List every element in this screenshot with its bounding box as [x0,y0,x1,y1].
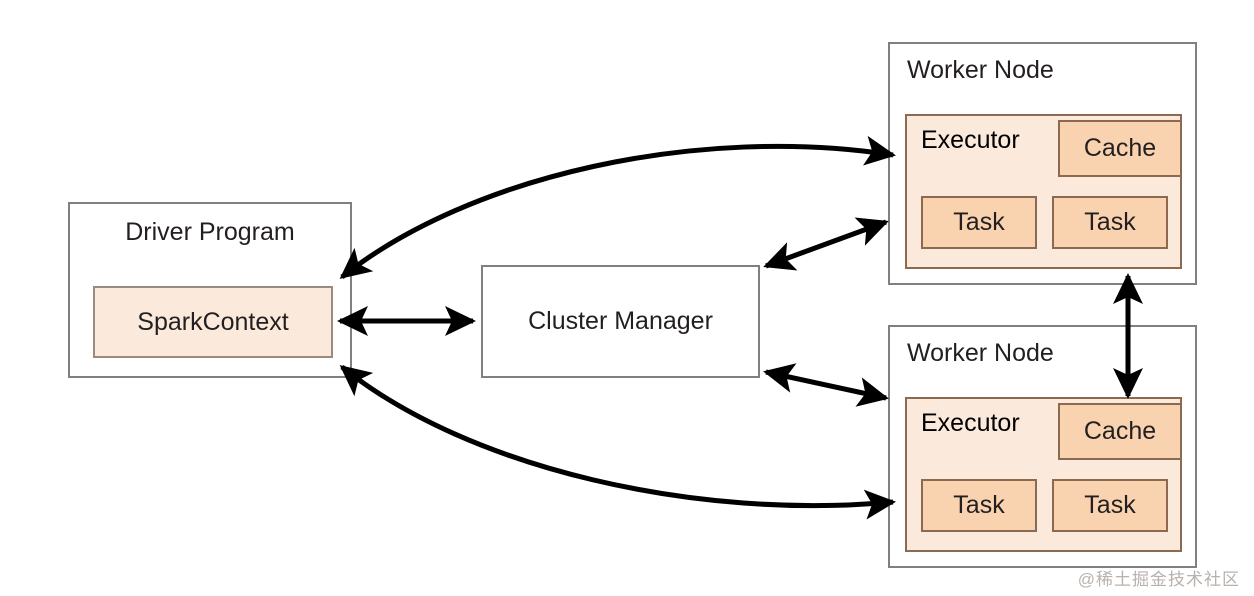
worker-node-2-executor-label: Executor [921,409,1020,437]
cluster-manager-box: Cluster Manager [481,265,760,378]
worker-node-1-task-2-box: Task [1052,196,1168,249]
cluster-manager-label: Cluster Manager [528,307,713,335]
worker-node-1-label: Worker Node [907,56,1054,84]
worker-node-2-cache-box: Cache [1058,403,1182,460]
worker-node-1-task-2-label: Task [1084,208,1136,236]
worker-node-2-label: Worker Node [907,339,1054,367]
worker-node-1-cache-label: Cache [1083,134,1157,162]
watermark: @稀土掘金技术社区 [1077,570,1240,589]
sparkcontext-label: SparkContext [137,307,289,336]
worker-node-2-task-1-box: Task [921,479,1037,532]
worker-node-1-executor-label: Executor [921,126,1020,154]
worker-node-1-cache-box: Cache [1058,120,1182,177]
worker-node-1-task-1-label: Task [953,208,1005,236]
sparkcontext-box: SparkContext [93,286,333,358]
driver-program-label: Driver Program [125,218,295,246]
arrow-cluster-manager-worker-node-1 [763,217,889,271]
worker-node-2-task-2-box: Task [1052,479,1168,532]
arrow-cluster-manager-worker-node-2 [763,363,889,407]
arrow-sparkcontext-worker-node-1 [339,135,896,279]
worker-node-1-task-1-box: Task [921,196,1037,249]
worker-node-2-task-1-label: Task [953,491,1005,519]
arrow-sparkcontext-worker-node-2 [339,365,896,520]
worker-node-2-task-2-label: Task [1084,491,1136,519]
worker-node-2-cache-label: Cache [1083,417,1157,445]
